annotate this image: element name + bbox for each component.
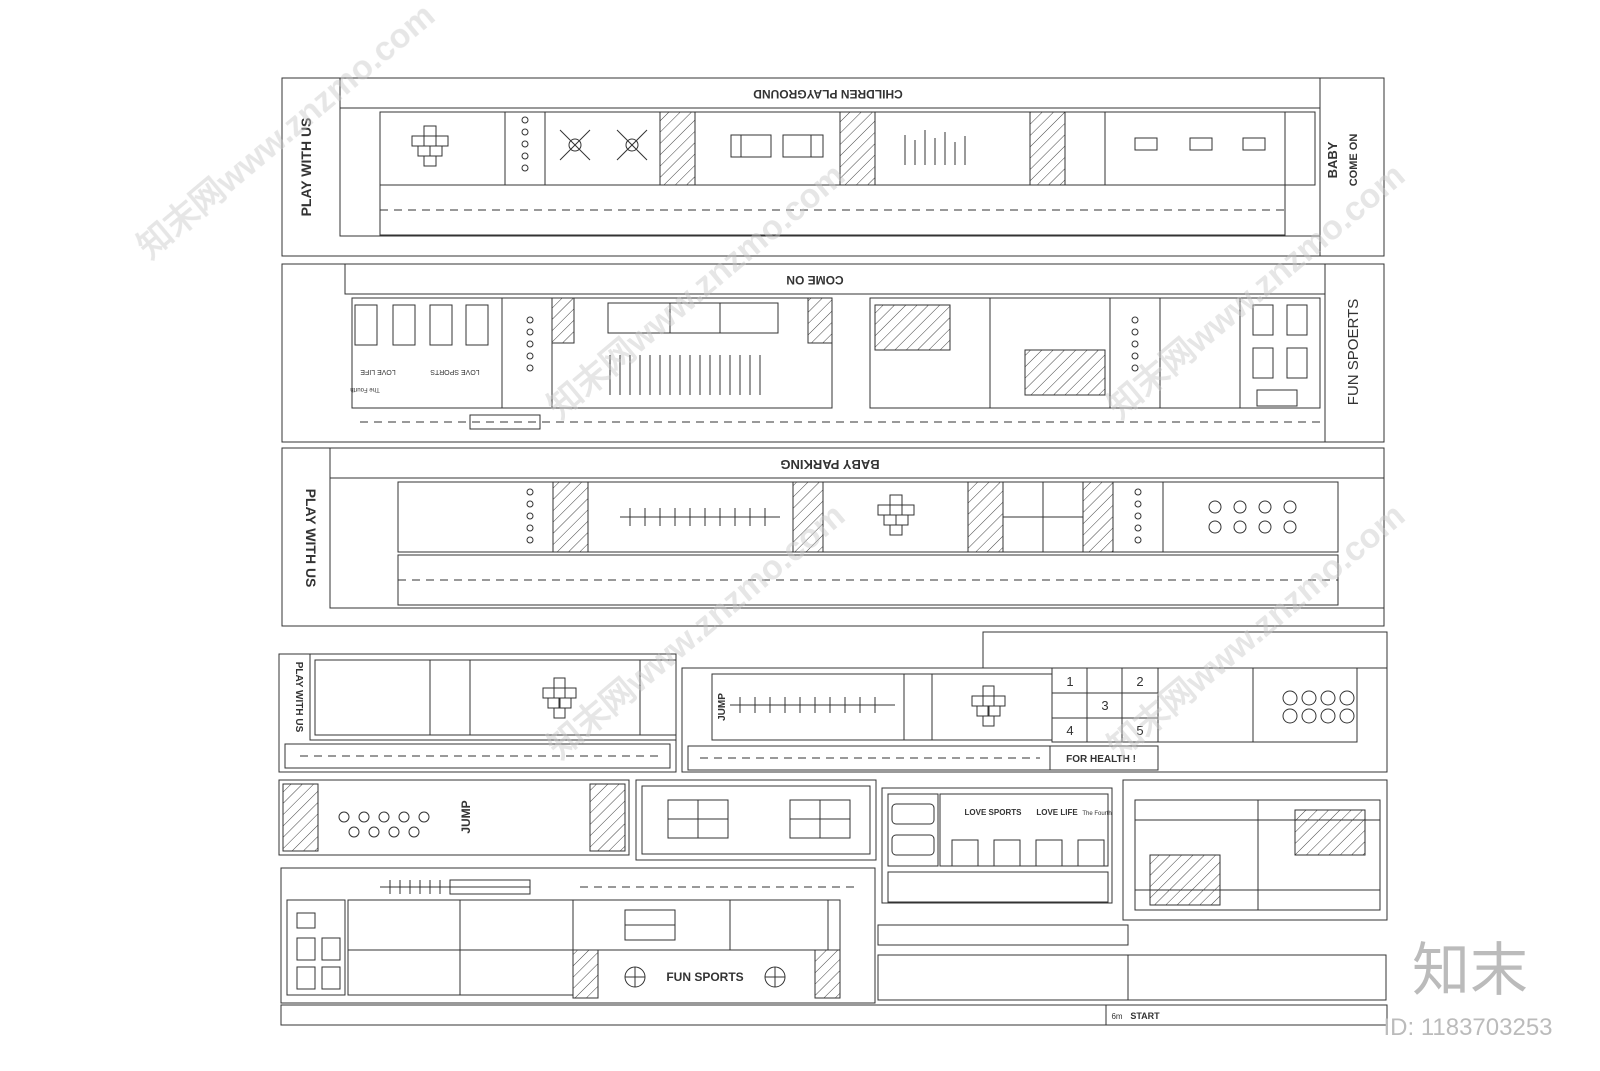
site-logo: 知末 [1412,938,1528,1003]
grid-number-3: 3 [1101,698,1108,713]
grid-number-4: 4 [1066,723,1073,738]
grid-number-1: 1 [1066,674,1073,689]
strip-2-side-right: FUN SPOERTS [1345,299,1362,405]
strip-3-title: BABY PARKING [780,457,879,472]
dots-column-icon [526,488,1142,544]
strip-3-side-left: PLAY WITH US [303,489,319,588]
strip-2 [281,263,1385,443]
strip-3 [281,447,1385,627]
grid-number-5: 5 [1136,723,1143,738]
hopscotch-icon [411,125,449,167]
panel-4-right [681,631,1388,773]
circle-grid-icon [1208,500,1297,534]
panel-court [1122,779,1388,921]
starburst-icon [559,129,648,161]
strip-2-love-life: LOVE LIFE [360,368,396,375]
hopscotch-icon [877,494,915,536]
circle-grid-icon [1282,690,1355,724]
strip-1 [281,77,1385,257]
ruler-icon [730,697,895,713]
panel-4-left [278,653,677,773]
panel-6-the-fourth: The Fourth [1082,811,1111,817]
hopscotch-icon [542,677,577,719]
strip-1-side-right-top: BABY [1325,141,1340,178]
hopscotch-icon [971,685,1006,727]
watermark-3: 知末网www.znzmo.com [1101,156,1412,426]
panel-7 [280,867,1388,1026]
strip-2-love-sports: LOVE SPORTS [430,368,480,375]
ruler-icon [380,879,531,895]
id-label: ID: 1183703253 [1383,1014,1552,1041]
watermark-5: 知末网www.znzmo.com [1101,496,1412,766]
panel-4-side: PLAY WITH US [293,662,304,733]
panel-5-jump: JUMP [459,800,473,833]
panel-6 [881,787,1113,904]
sport-card-icons [354,304,489,346]
panel-4-for-health: FOR HEALTH ! [1066,754,1136,765]
strip-2-title: COME ON [786,273,843,287]
strip-1-side-right-bottom: COME ON [1348,134,1360,187]
panel-7-fun-sports: FUN SPORTS [666,970,743,984]
watermark-2: 知末网www.znzmo.com [541,156,852,426]
dots-column-icon [526,316,1139,372]
panel-5 [278,779,877,861]
watermark-1: 知末网www.znzmo.com [131,0,442,266]
strip-1-side-left: PLAY WITH US [298,118,314,217]
bar-graph-icon [904,130,966,165]
bench-icons [1134,137,1266,151]
panel-7-bottom-label: 6m [1111,1012,1122,1021]
ladder-icon [609,355,761,395]
panel-7-start: START [1130,1011,1160,1021]
grid-number-2: 2 [1136,674,1143,689]
panel-6-love-sports: LOVE SPORTS [965,808,1023,817]
strip-2-the-fourth: The Fourth [350,386,379,392]
panel-6-love-life: LOVE LIFE [1036,808,1078,817]
panel-4-jump: JUMP [717,693,728,721]
ruler-icon [620,508,780,526]
strip-1-title: CHILDREN PLAYGROUND [753,87,903,101]
dots-column-icon [521,116,529,172]
